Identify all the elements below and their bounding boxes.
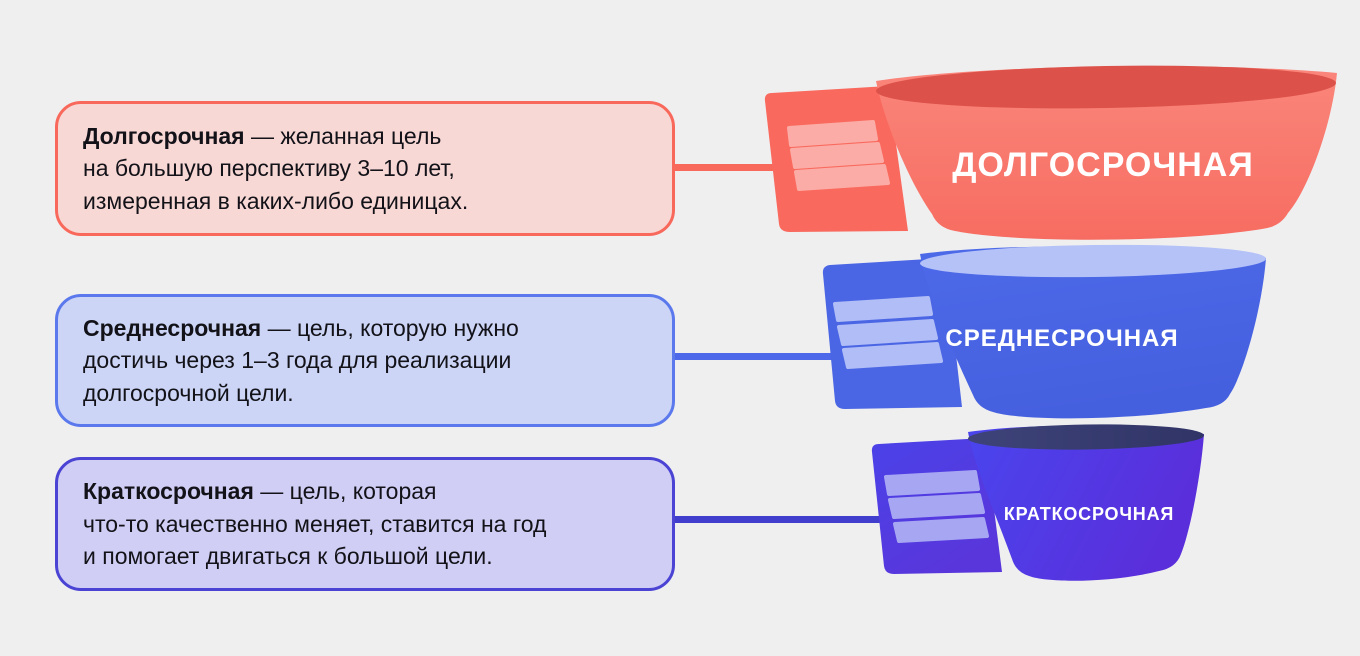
connector-line-short-term	[672, 516, 890, 523]
connector-line-mid-term	[672, 353, 837, 360]
definition-text: — цель, которая	[253, 478, 437, 505]
funnel-level-long-term: ДОЛГОСРОЧНАЯ	[876, 65, 1337, 240]
funnel-rim	[920, 244, 1266, 278]
funnel-level-mid-term: СРЕДНЕСРОЧНАЯ	[920, 244, 1266, 419]
definition-line: что-то качественно меняет, ставится на г…	[83, 510, 547, 537]
milestone-tag-short-term	[871, 438, 1002, 574]
definition-line: Долгосрочная — желанная цель	[83, 120, 654, 153]
tag-stripes	[884, 470, 989, 543]
funnel-rim	[968, 424, 1204, 450]
funnel-bowl	[920, 246, 1266, 419]
definition-text: — цель, которую нужно	[261, 314, 519, 341]
funnel-label-long-term: ДОЛГОСРОЧНАЯ	[952, 146, 1254, 184]
definition-text: — желанная цель	[244, 122, 442, 149]
definition-line: и помогает двигаться к большой цели.	[83, 543, 493, 570]
tag-stripes	[787, 120, 890, 191]
tag-stripes	[833, 296, 943, 369]
funnel-bowl	[876, 66, 1337, 240]
definition-card-mid-term: Среднесрочная — цель, которую нужно дост…	[55, 294, 675, 427]
funnel-label-mid-term: СРЕДНЕСРОЧНАЯ	[945, 325, 1178, 352]
term-label: Долгосрочная	[83, 122, 245, 149]
milestone-tag-mid-term	[822, 258, 962, 409]
term-label: Краткосрочная	[83, 478, 254, 505]
definition-card-short-term: Краткосрочная — цель, которая что-то кач…	[55, 457, 675, 591]
funnel-level-short-term: КРАТКОСРОЧНАЯ	[968, 424, 1204, 581]
funnel-bowl	[968, 425, 1204, 581]
definition-line: измеренная в каких-либо единицах.	[83, 187, 469, 214]
definition-line: долгосрочной цели.	[83, 379, 294, 406]
funnel-label-short-term: КРАТКОСРОЧНАЯ	[1004, 504, 1174, 524]
definition-line: Среднесрочная — цель, которую нужно	[83, 312, 654, 345]
definition-line: достичь через 1–3 года для реализации	[83, 347, 512, 374]
definition-line: Краткосрочная — цель, которая	[83, 475, 654, 508]
definition-card-long-term: Долгосрочная — желанная цель на большую …	[55, 101, 675, 236]
connector-line-long-term	[672, 164, 782, 171]
term-label: Среднесрочная	[83, 314, 262, 341]
milestone-tag-long-term	[764, 86, 908, 232]
funnel-rim	[876, 65, 1336, 109]
definition-line: на большую перспективу 3–10 лет,	[83, 155, 455, 182]
